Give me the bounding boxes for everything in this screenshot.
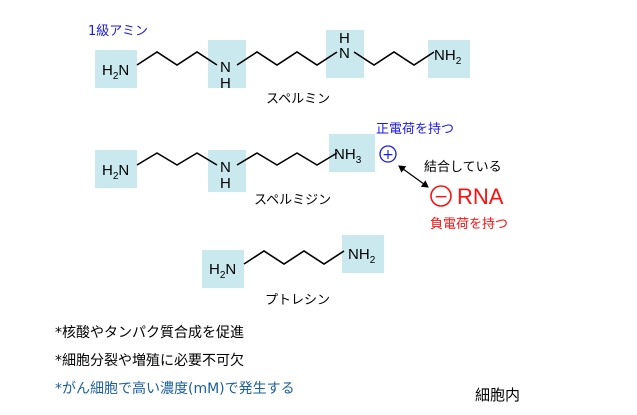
note-proliferation: *細胞分裂や増殖に必要不可欠 — [55, 353, 244, 369]
positive-charge-label: 正電荷を持つ — [376, 122, 454, 137]
spermine-molecule: 1級アミン H2N N H H N NH2 スペルミン — [88, 24, 470, 107]
spermine-terminal-amine-right-box — [428, 40, 470, 78]
putrescine-amine-left: H2N — [209, 261, 236, 281]
spermine-n-1: N — [220, 59, 231, 76]
binding-label: 結合している — [424, 160, 502, 175]
spermidine-h: H — [220, 175, 231, 192]
spermidine-n: N — [220, 159, 231, 176]
spermine-chain-3 — [353, 51, 435, 66]
spermine-terminal-amine-left-box — [95, 50, 137, 88]
putrescine-molecule: H2N NH2 プトレシン — [202, 235, 384, 308]
spermidine-secondary-amine-box — [208, 150, 246, 192]
negative-charge-label: 負電荷を持つ — [430, 217, 508, 232]
spermine-h-2: H — [339, 30, 350, 47]
spermine-amine-left: H2N — [102, 62, 129, 82]
spermidine-molecule: H2N N H NH3 スペルミジン — [95, 134, 375, 208]
location-label: 細胞内 — [475, 386, 521, 404]
positive-charge-symbol: + — [382, 147, 394, 163]
spermine-amine-right: NH2 — [434, 47, 462, 67]
putrescine-amine-right: NH2 — [348, 246, 376, 266]
spermine-chain-1 — [136, 51, 218, 66]
negative-charge-symbol: − — [434, 187, 448, 207]
spermine-chain-2 — [236, 51, 338, 66]
spermidine-ammonium: NH3 — [334, 146, 362, 166]
putrescine-amine-left-box — [202, 250, 244, 288]
spermidine-chain-1 — [136, 152, 218, 166]
spermidine-amine-left: H2N — [102, 162, 129, 182]
rna-label: RNA — [457, 184, 504, 209]
spermine-n-2: N — [339, 45, 350, 62]
putrescine-chain — [243, 250, 345, 265]
negative-charge-icon — [430, 185, 452, 207]
binding-arrow — [398, 165, 429, 188]
charge-annotation: 正電荷を持つ + 結合している − RNA 負電荷を持つ — [376, 122, 508, 232]
spermine-h-1: H — [220, 75, 231, 92]
spermidine-chain-2 — [236, 152, 338, 166]
putrescine-name: プトレシン — [265, 293, 330, 308]
note-cancer-concentration: *がん細胞で高い濃度(mM)で発生する — [55, 381, 295, 397]
spermidine-name: スペルミジン — [254, 193, 331, 208]
primary-amine-label: 1級アミン — [88, 24, 148, 39]
putrescine-amine-right-box — [342, 235, 384, 273]
spermidine-terminal-amine-left-box — [95, 150, 137, 188]
positive-charge-icon — [379, 145, 397, 163]
spermine-name: スペルミン — [266, 92, 330, 107]
note-synthesis: *核酸やタンパク質合成を促進 — [55, 325, 244, 341]
